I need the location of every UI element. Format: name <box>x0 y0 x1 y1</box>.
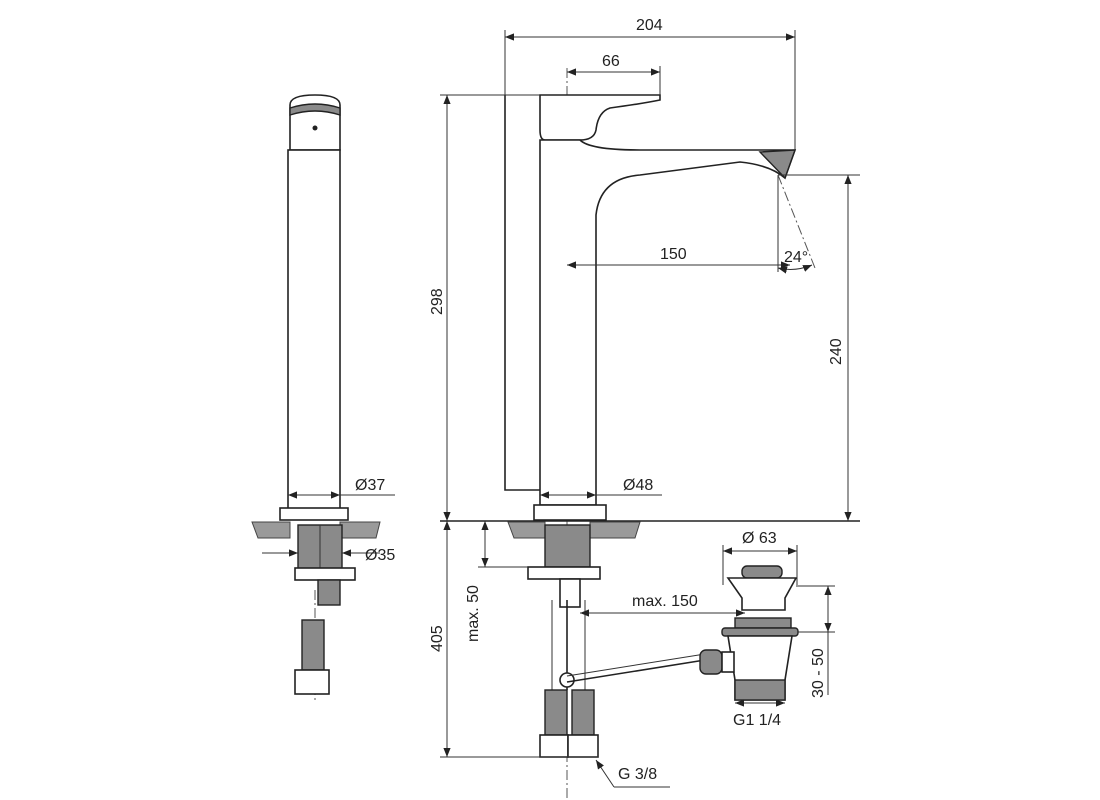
back-profile <box>504 95 540 491</box>
waste-flange <box>721 627 799 637</box>
dim-max-rod-distance: max. 150 <box>632 593 698 610</box>
side-hose <box>301 619 325 671</box>
hose-nut-right <box>567 734 599 758</box>
dim-fixing-diameter: Ø35 <box>365 547 395 564</box>
side-fixing-nut <box>294 567 356 581</box>
waste-rod <box>566 659 706 683</box>
side-view: Ø37 Ø35 <box>251 94 395 700</box>
waste-head <box>726 577 798 611</box>
dim-overall-width: 204 <box>636 17 663 34</box>
hose-nut-left <box>539 734 569 758</box>
fixing-plate <box>527 566 601 580</box>
spout-outlet <box>758 149 797 180</box>
dim-overall-height: 298 <box>429 288 446 315</box>
side-body <box>287 149 341 511</box>
spout <box>539 139 797 506</box>
dim-body-diameter: Ø48 <box>623 477 653 494</box>
dim-supply-thread: G 3/8 <box>618 766 657 783</box>
side-handle-band <box>289 103 341 116</box>
dim-handle-depth: 66 <box>602 53 620 70</box>
side-handle <box>289 94 341 151</box>
dim-spout-height: 240 <box>828 338 845 365</box>
dim-spout-angle: 24° <box>784 249 808 266</box>
front-view: 204 66 298 150 24° 240 Ø48 max. 50 405 <box>429 17 860 800</box>
rod-connector <box>699 649 723 675</box>
fixing-stud <box>544 524 591 568</box>
waste-plug <box>741 565 783 579</box>
side-hose-connector <box>317 579 341 606</box>
base-collar <box>533 504 607 521</box>
dim-waste-adjust: 30 - 50 <box>810 648 827 698</box>
supply-hose-left <box>544 689 568 736</box>
side-handle-marker <box>312 125 318 131</box>
pop-up-waste <box>699 565 799 701</box>
supply-hose-right <box>571 689 595 736</box>
lever-handle <box>539 94 661 141</box>
dim-spout-reach: 150 <box>660 246 687 263</box>
hose-connector <box>559 578 581 608</box>
dim-max-deck-thickness: max. 50 <box>465 585 482 642</box>
rod-clamp <box>559 672 575 688</box>
side-base <box>279 507 349 521</box>
dim-waste-thread: G1 1/4 <box>733 712 781 729</box>
dim-side-body-diameter: Ø37 <box>355 477 385 494</box>
dim-waste-diameter: Ø 63 <box>742 530 777 547</box>
side-hose-nut <box>294 669 330 695</box>
dim-hose-length: 405 <box>429 625 446 652</box>
